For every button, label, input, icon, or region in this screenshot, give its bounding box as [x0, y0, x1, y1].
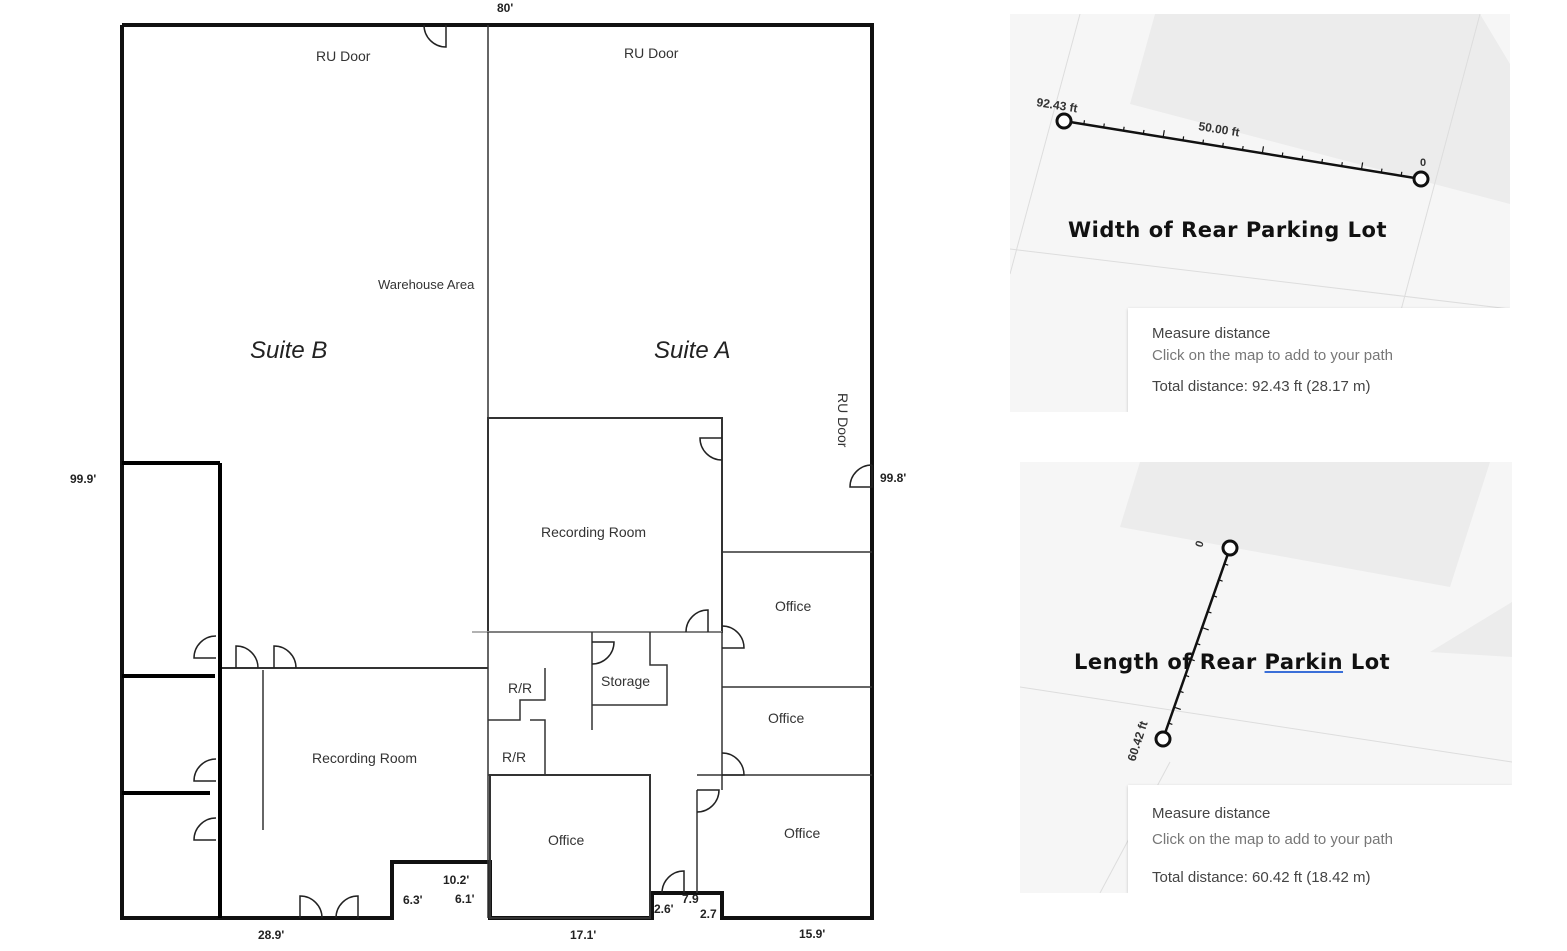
- outer-walls: [120, 23, 874, 920]
- tick-mark: [1179, 690, 1184, 694]
- room-label: Recording Room: [312, 750, 417, 766]
- tick-mark: [1222, 142, 1224, 147]
- tick-mark: [1281, 152, 1284, 157]
- distance-label: 0: [1420, 157, 1426, 169]
- measure-distance-card: Measure distance Click on the map to add…: [1128, 785, 1512, 893]
- room-label: Office: [784, 825, 821, 841]
- dimension-label: 2.7: [700, 907, 717, 921]
- distance-label: 60.42 ft: [1125, 719, 1151, 763]
- card-heading: Measure distance: [1152, 805, 1271, 822]
- dimension-label: 10.2': [443, 873, 469, 887]
- tick-mark: [1103, 123, 1105, 128]
- total-distance: Total distance: 92.43 ft (28.17 m): [1152, 378, 1371, 395]
- distance-label: 0: [1193, 539, 1206, 549]
- map-width-panel[interactable]: 92.43 ft 50.00 ft 0 Width of Rear Parkin…: [1010, 14, 1510, 412]
- measure-point[interactable]: [1055, 112, 1073, 130]
- total-distance: Total distance: 60.42 ft (18.42 m): [1152, 869, 1371, 886]
- tick-mark: [1213, 595, 1218, 598]
- dimension-label: 6.3': [403, 893, 423, 907]
- tick-mark: [1400, 171, 1403, 176]
- map-background: 60.42 ft 0: [1020, 462, 1512, 893]
- tick-mark: [1207, 611, 1212, 614]
- tick-mark: [1241, 145, 1244, 151]
- distance-label: 50.00 ft: [1198, 119, 1241, 139]
- dimension-label: 15.9': [799, 927, 825, 941]
- tick-mark: [1201, 627, 1209, 631]
- dimension-label: 6.1': [455, 892, 475, 906]
- room-label: Office: [768, 710, 805, 726]
- suite-a-label: Suite A: [654, 337, 731, 364]
- measure-point[interactable]: [1154, 730, 1172, 748]
- measure-point[interactable]: [1412, 170, 1430, 188]
- warehouse-label: Warehouse Area: [378, 277, 475, 292]
- tick-mark: [1142, 129, 1145, 134]
- title-text: Lot: [1343, 650, 1391, 674]
- card-hint: Click on the map to add to your path: [1152, 831, 1393, 848]
- map-title: Width of Rear Parking Lot: [1068, 218, 1387, 242]
- map-length-panel[interactable]: 60.42 ft 0 Length of Rear Parkin Lot Mea…: [1020, 462, 1512, 893]
- ru-door-label: RU Door: [316, 48, 371, 64]
- dimension-label: 28.9': [258, 928, 284, 942]
- measure-distance-card: Measure distance Click on the map to add…: [1128, 308, 1510, 412]
- tick-mark: [1360, 162, 1364, 170]
- card-hint: Click on the map to add to your path: [1152, 347, 1393, 364]
- ru-door-label: RU Door: [624, 45, 679, 61]
- room-label: Recording Room: [541, 524, 646, 540]
- dimension-label: 7.9: [682, 892, 699, 906]
- tick-mark: [1341, 162, 1343, 167]
- tick-mark: [1218, 579, 1223, 582]
- top-dimension: 80': [497, 1, 513, 15]
- tick-mark: [1083, 120, 1086, 125]
- distance-label: 92.43 ft: [1036, 95, 1079, 115]
- dimension-label: 99.9': [70, 472, 96, 486]
- card-heading: Measure distance: [1152, 325, 1271, 342]
- tick-mark: [1190, 658, 1195, 662]
- tick-mark: [1380, 168, 1383, 173]
- tick-mark: [1182, 136, 1185, 141]
- dimension-label: 17.1': [570, 928, 596, 942]
- floor-plan: 80' RU Door RU Door RU Door Warehouse Ar…: [70, 1, 906, 942]
- room-label: R/R: [508, 680, 532, 696]
- title-text: Length of Rear: [1074, 650, 1265, 674]
- tick-mark: [1224, 563, 1229, 566]
- dimension-label: 2.6': [654, 902, 674, 916]
- suite-b-label: Suite B: [250, 337, 327, 364]
- map-background: 92.43 ft 50.00 ft 0: [1010, 14, 1510, 315]
- tick-mark: [1196, 642, 1201, 646]
- tick-mark: [1122, 126, 1125, 131]
- interior-walls: [122, 25, 872, 919]
- tick-mark: [1261, 146, 1265, 154]
- tick-mark: [1173, 706, 1181, 711]
- room-label: Office: [548, 832, 585, 848]
- doors: [193, 24, 873, 919]
- tick-mark: [1185, 674, 1190, 678]
- dimension-label: 99.8': [880, 471, 906, 485]
- tick-mark: [1321, 158, 1324, 163]
- map-title: Length of Rear Parkin Lot: [1074, 650, 1390, 674]
- room-label: R/R: [502, 749, 526, 765]
- room-label: Office: [775, 598, 812, 614]
- tick-mark: [1162, 130, 1165, 138]
- measure-point[interactable]: [1221, 539, 1239, 557]
- title-text-misspelled: Parkin: [1264, 650, 1344, 674]
- tick-mark: [1168, 722, 1173, 725]
- tick-mark: [1202, 139, 1205, 144]
- tick-mark: [1301, 155, 1304, 160]
- room-label: Storage: [601, 673, 650, 689]
- ru-door-label: RU Door: [835, 393, 851, 448]
